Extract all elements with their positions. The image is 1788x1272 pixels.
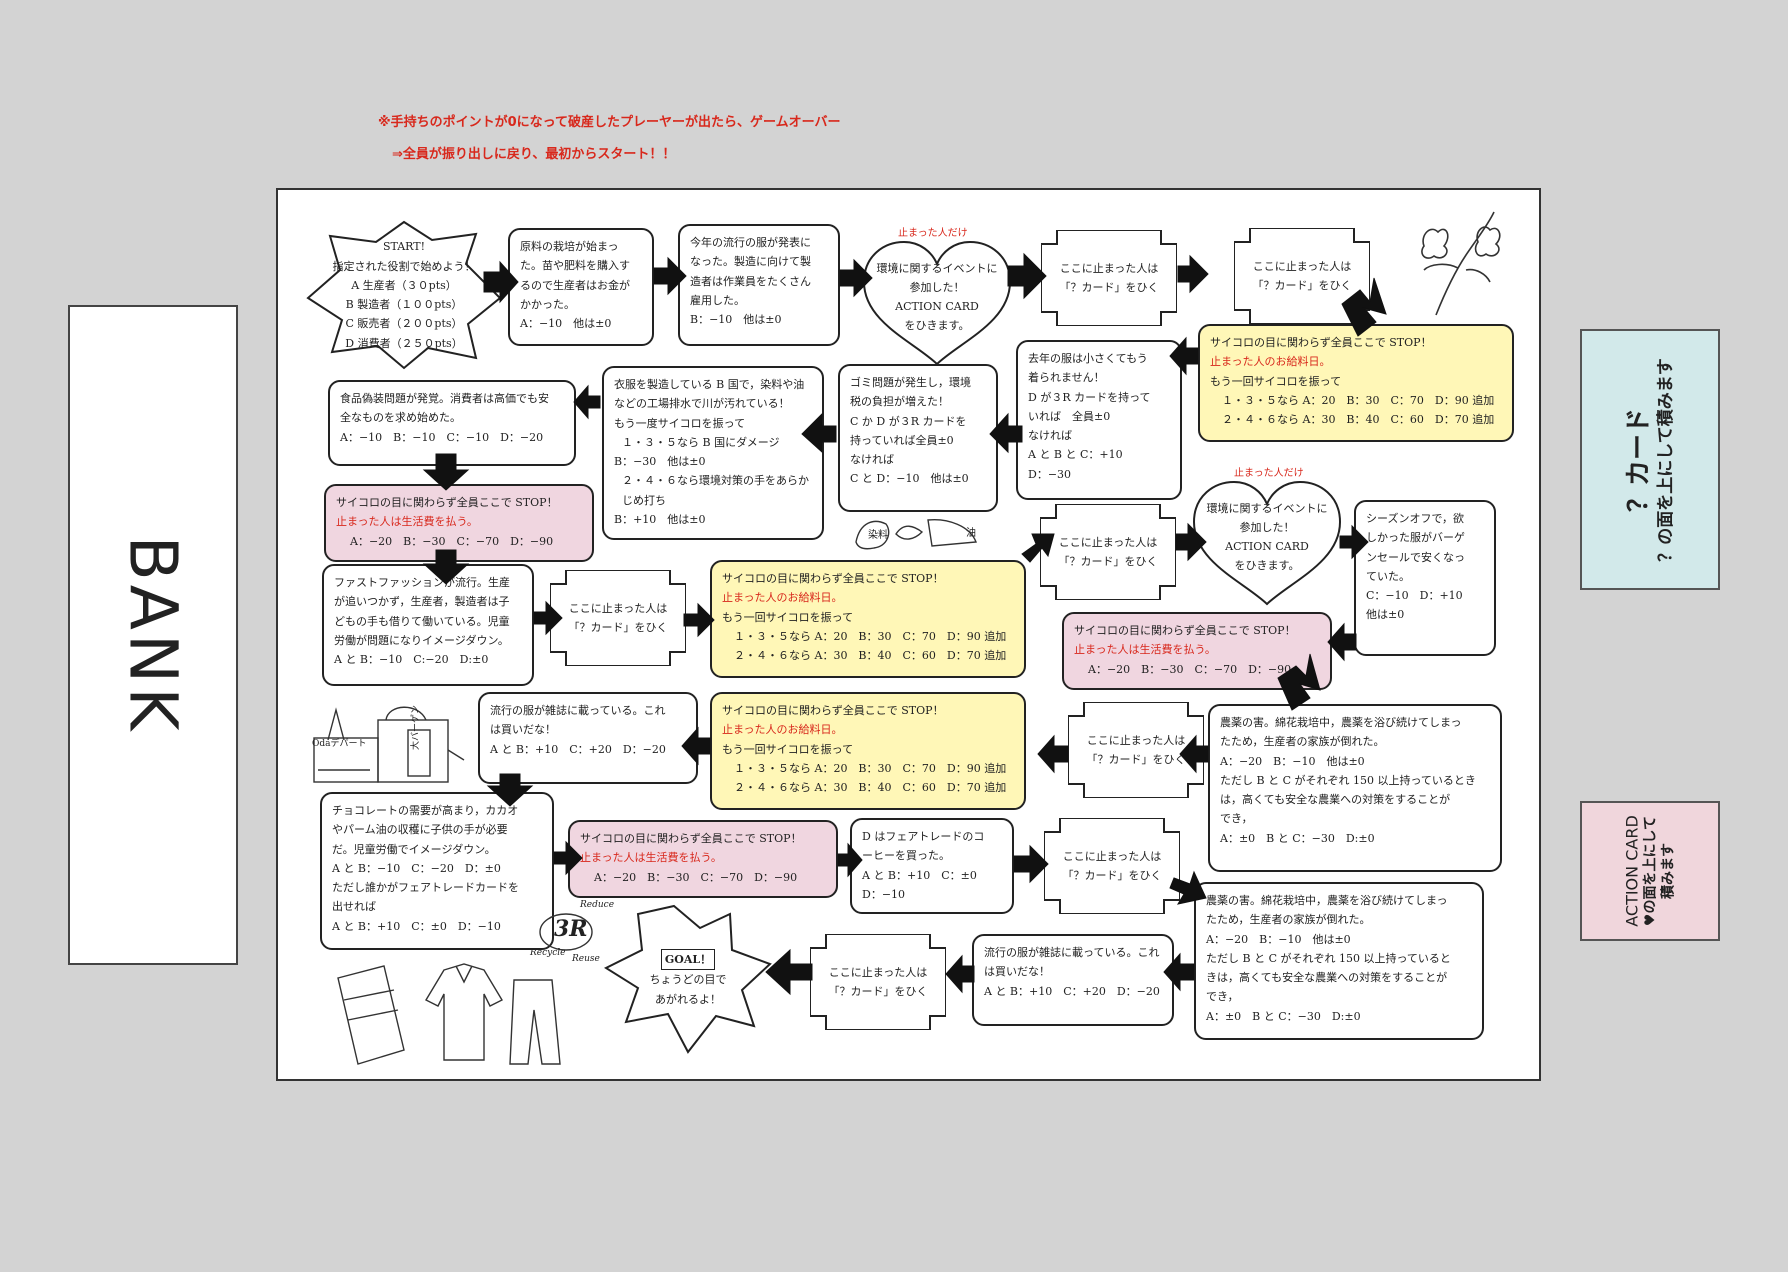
arrow-left [1038,736,1068,772]
arrow-right [554,842,582,874]
recycle-label: Recycle [530,948,565,958]
arrow-left [802,414,836,452]
arrow-down-right [1278,654,1320,710]
dye-label: 染料 [868,526,888,541]
arrow-right [1014,846,1048,882]
arrow-left [766,950,812,994]
arrow-right [534,602,562,634]
arrow-down-right [1170,872,1206,904]
arrow-up-right [1022,534,1054,562]
arrow-right [840,260,872,296]
action-card-deck[interactable]: ACTION CARD ♥の面を上にして 積みます [1580,801,1720,941]
path-arrows [278,190,1541,1081]
arrow-down [424,454,468,490]
arrow-left [1170,338,1198,374]
arrow-left [1328,624,1356,660]
arrow-down [488,774,532,806]
store-name: 大バーゲン [408,705,421,750]
arrow-right [484,262,518,302]
oil-label: 油 [966,524,976,539]
action-deck-sub1: ♥の面を上にして [1643,815,1661,927]
question-deck-title: ？カード [1623,358,1656,562]
game-board: START! 指定された役割で始めよう！ A 生産者（３０pts） B 製造者（… [276,188,1541,1081]
arrow-right [838,844,862,876]
question-deck-sub: ？の面を上にして積みます [1656,358,1677,562]
arrow-left [946,956,974,992]
arrow-left [1180,736,1208,772]
action-deck-title: ACTION CARD [1623,815,1643,927]
clothes-sketch-icon [334,960,564,1070]
r3-mark: 3R [554,916,588,942]
arrow-right [1176,524,1206,560]
question-card-deck[interactable]: ？カード ？の面を上にして積みます [1580,329,1720,590]
arrow-left [1164,954,1194,990]
arrow-right [684,604,714,636]
bank-label: BANK [115,535,192,734]
bank-area[interactable]: BANK [68,305,238,965]
store-sign: Odaデパート [312,736,367,749]
arrow-left [574,386,600,418]
arrow-right [1340,526,1368,558]
restart-notice: ⇒全員が振り出しに戻り、最初からスタート！！ [392,143,675,162]
reuse-label: Reuse [572,954,600,964]
arrow-right [654,258,686,294]
plant-sketch-icon [1416,210,1516,320]
action-deck-sub2: 積みます [1660,815,1678,927]
gameover-notice: ※手持ちのポイントが0になって破産したプレーヤーが出たら、ゲームオーバー [378,111,841,130]
reduce-label: Reduce [580,900,614,910]
arrow-right [1008,254,1046,298]
arrow-down [424,550,468,584]
arrow-left [682,728,710,764]
arrow-right [1178,256,1208,292]
arrow-down-right [1342,278,1386,336]
arrow-left [990,414,1022,452]
